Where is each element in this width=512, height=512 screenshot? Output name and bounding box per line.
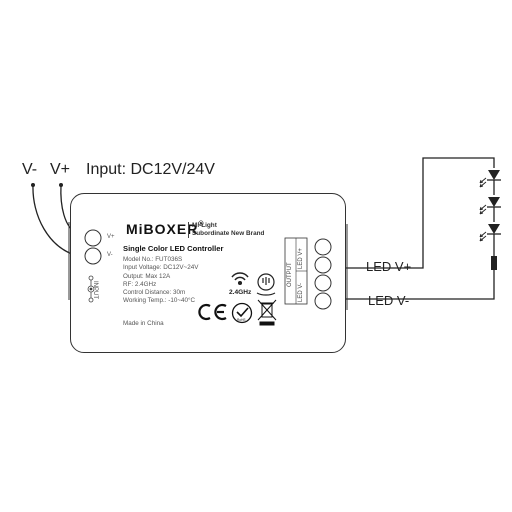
output-led-plus-label: LED V+ bbox=[366, 259, 412, 274]
spec-working-temp: Working Temp.: -10~40°C bbox=[123, 297, 196, 304]
wifi-icon bbox=[231, 272, 249, 286]
output-terminal-plus-label: LED V+ bbox=[298, 248, 304, 269]
weee-bin-icon bbox=[257, 299, 277, 326]
freq-badge: 2.4GHz bbox=[229, 289, 252, 296]
touch-dial-icon bbox=[256, 273, 276, 296]
input-v-plus-label: V+ bbox=[50, 161, 71, 178]
brand-registered-mark: ® bbox=[198, 221, 205, 228]
spec-input-voltage: Input Voltage: DC12V~24V bbox=[123, 264, 199, 271]
brand-name: MiBOXER bbox=[126, 221, 199, 237]
input-terminal-v-plus bbox=[84, 229, 102, 247]
made-in-label: Made in China bbox=[123, 320, 164, 327]
input-terminal-v-minus-label: V- bbox=[107, 252, 113, 258]
device-title: Single Color LED Controller bbox=[123, 244, 224, 253]
v-minus-wire-end bbox=[31, 183, 35, 187]
led-icon bbox=[479, 170, 501, 188]
dc-polarity-icon bbox=[87, 275, 95, 303]
led-icon bbox=[479, 224, 501, 242]
input-v-minus-label: V- bbox=[22, 161, 38, 178]
led-icon bbox=[479, 197, 501, 215]
output-wires bbox=[340, 157, 495, 300]
output-led-minus-label: LED V- bbox=[368, 293, 410, 308]
input-terminal-v-plus-label: V+ bbox=[107, 234, 115, 240]
spec-model: Model No.: FUT036S bbox=[123, 256, 183, 263]
input-side-label: INPUT bbox=[92, 281, 98, 299]
v-plus-wire-end bbox=[59, 183, 63, 187]
led-plus-wire bbox=[340, 157, 495, 269]
output-terminal-minus-label: LED V- bbox=[298, 282, 304, 302]
resistor-icon bbox=[491, 256, 497, 270]
output-terminal-4 bbox=[314, 292, 332, 310]
output-terminal-2 bbox=[314, 256, 332, 274]
sub-brand: Mi·Light Subordinate New Brand bbox=[188, 222, 264, 238]
brand-logo: MiBOXER® bbox=[126, 221, 205, 237]
spec-control-distance: Control Distance: 30m bbox=[123, 289, 186, 296]
rohs-icon bbox=[231, 302, 253, 324]
input-voltage-label: Input: DC12V/24V bbox=[86, 161, 215, 178]
sub-brand-line-2: Subordinate New Brand bbox=[192, 230, 265, 237]
ce-icon bbox=[198, 303, 227, 321]
rohs-label: RoHS bbox=[237, 318, 246, 322]
sub-brand-line-1: Mi·Light bbox=[192, 222, 217, 229]
output-terminal-3 bbox=[314, 274, 332, 292]
input-terminal-v-minus bbox=[84, 247, 102, 265]
spec-output: Output: Max 12A bbox=[123, 273, 171, 280]
spec-rf: RF: 2.4GHz bbox=[123, 281, 157, 288]
output-side-label: OUTPUT bbox=[287, 262, 293, 287]
output-terminal-1 bbox=[314, 238, 332, 256]
led-minus-wire bbox=[346, 270, 495, 300]
